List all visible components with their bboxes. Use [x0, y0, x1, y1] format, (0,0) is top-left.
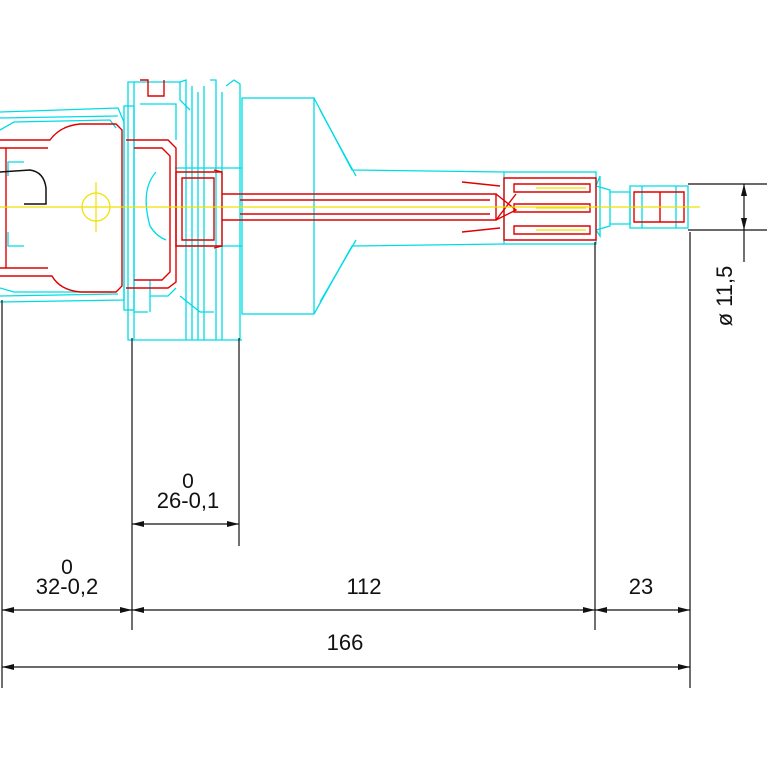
shank-length-text: 32-0,2 — [36, 574, 98, 599]
overall-length-text: 166 — [327, 630, 364, 655]
body-length-text: 112 — [346, 574, 381, 599]
tip-diameter-text: ø 11,5 — [712, 266, 737, 327]
shank-upper-tol: 0 — [61, 556, 73, 579]
flange-upper-tol: 0 — [182, 470, 194, 493]
flange-length-text: 26-0,1 — [157, 488, 219, 513]
dimension-lines — [1, 183, 767, 688]
section-contours — [0, 79, 685, 293]
clip-detail — [0, 169, 47, 205]
tip-length-text: 23 — [629, 574, 653, 599]
dimension-texts: 0 26-0,1 0 32-0,2 112 23 166 ø 11,5 — [36, 266, 737, 655]
tool-body-outline — [0, 79, 689, 341]
center-line — [0, 182, 700, 232]
